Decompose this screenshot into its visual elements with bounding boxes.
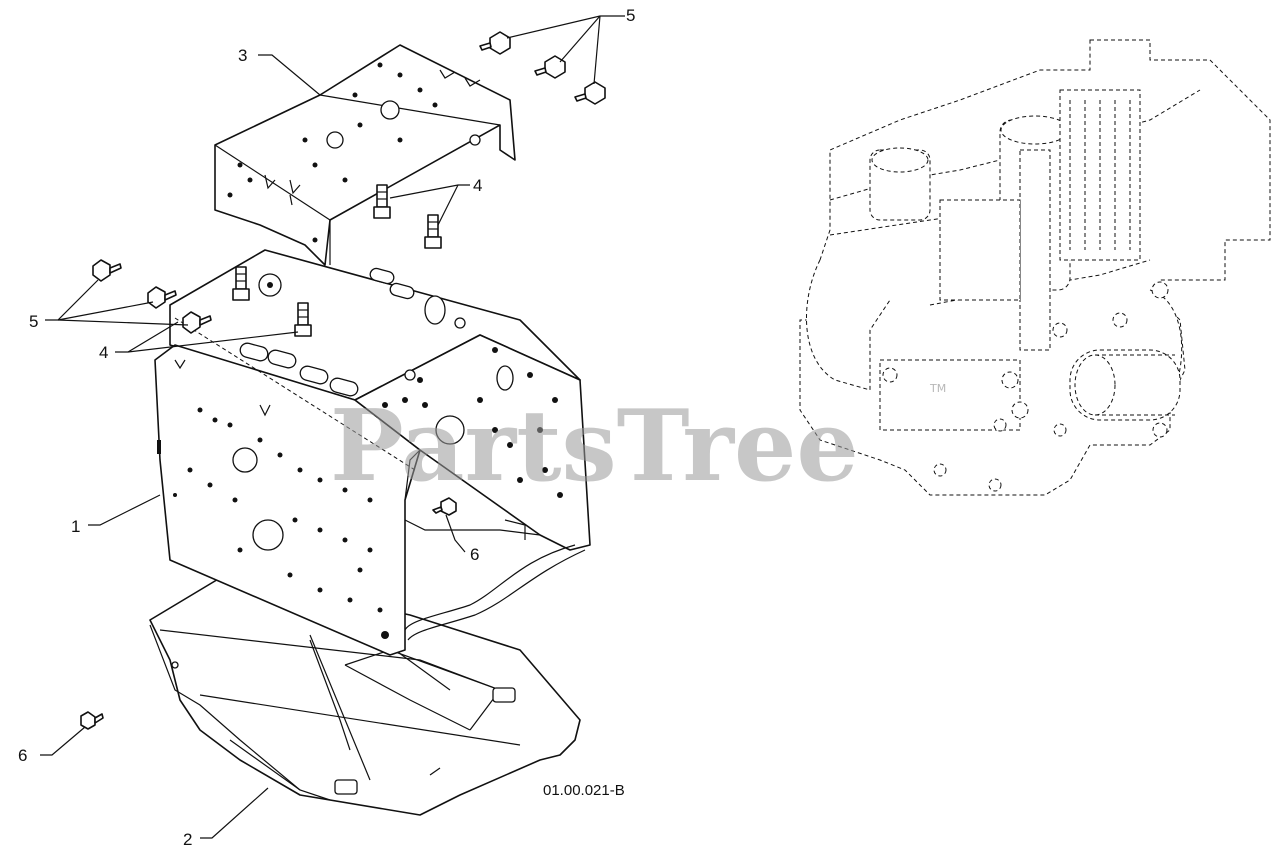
callout-5-left: 5 <box>29 312 38 331</box>
bolt-5-top-c <box>574 81 606 105</box>
bolt-5-left-a <box>92 259 122 282</box>
main-frame-part-1 <box>154 249 591 656</box>
bolt-5-top-b <box>534 55 566 79</box>
callout-6-bottom: 6 <box>18 746 27 765</box>
callout-labels: 3 5 4 5 4 1 6 6 2 01.00.021-B <box>18 6 635 849</box>
fasteners <box>80 31 606 730</box>
callout-6-frame: 6 <box>470 545 479 564</box>
stud-4-a <box>373 184 391 219</box>
bottom-pan-part-2 <box>149 574 581 816</box>
top-bracket-part-3 <box>214 44 516 266</box>
stud-4-c <box>232 266 250 301</box>
screw-6-frame <box>432 497 457 516</box>
stud-4-b <box>424 214 442 249</box>
bolt-5-left-c <box>182 311 212 334</box>
screw-6-loose <box>80 711 104 730</box>
callout-4-left: 4 <box>99 343 108 362</box>
watermark-trademark: TM <box>929 382 946 395</box>
figure-reference-number: 01.00.021-B <box>543 782 625 799</box>
leader-lines <box>40 15 625 839</box>
callout-3: 3 <box>238 46 247 65</box>
bolt-5-top-a <box>479 31 511 55</box>
watermark-text: PartsTree <box>330 389 859 504</box>
stud-4-d <box>294 302 312 337</box>
callout-1: 1 <box>71 517 80 536</box>
engine-reference-outline <box>799 39 1271 496</box>
callout-5-top: 5 <box>626 6 635 25</box>
callout-4-top: 4 <box>473 176 482 195</box>
watermark: PartsTree TM <box>330 382 946 504</box>
callout-2: 2 <box>183 830 192 849</box>
